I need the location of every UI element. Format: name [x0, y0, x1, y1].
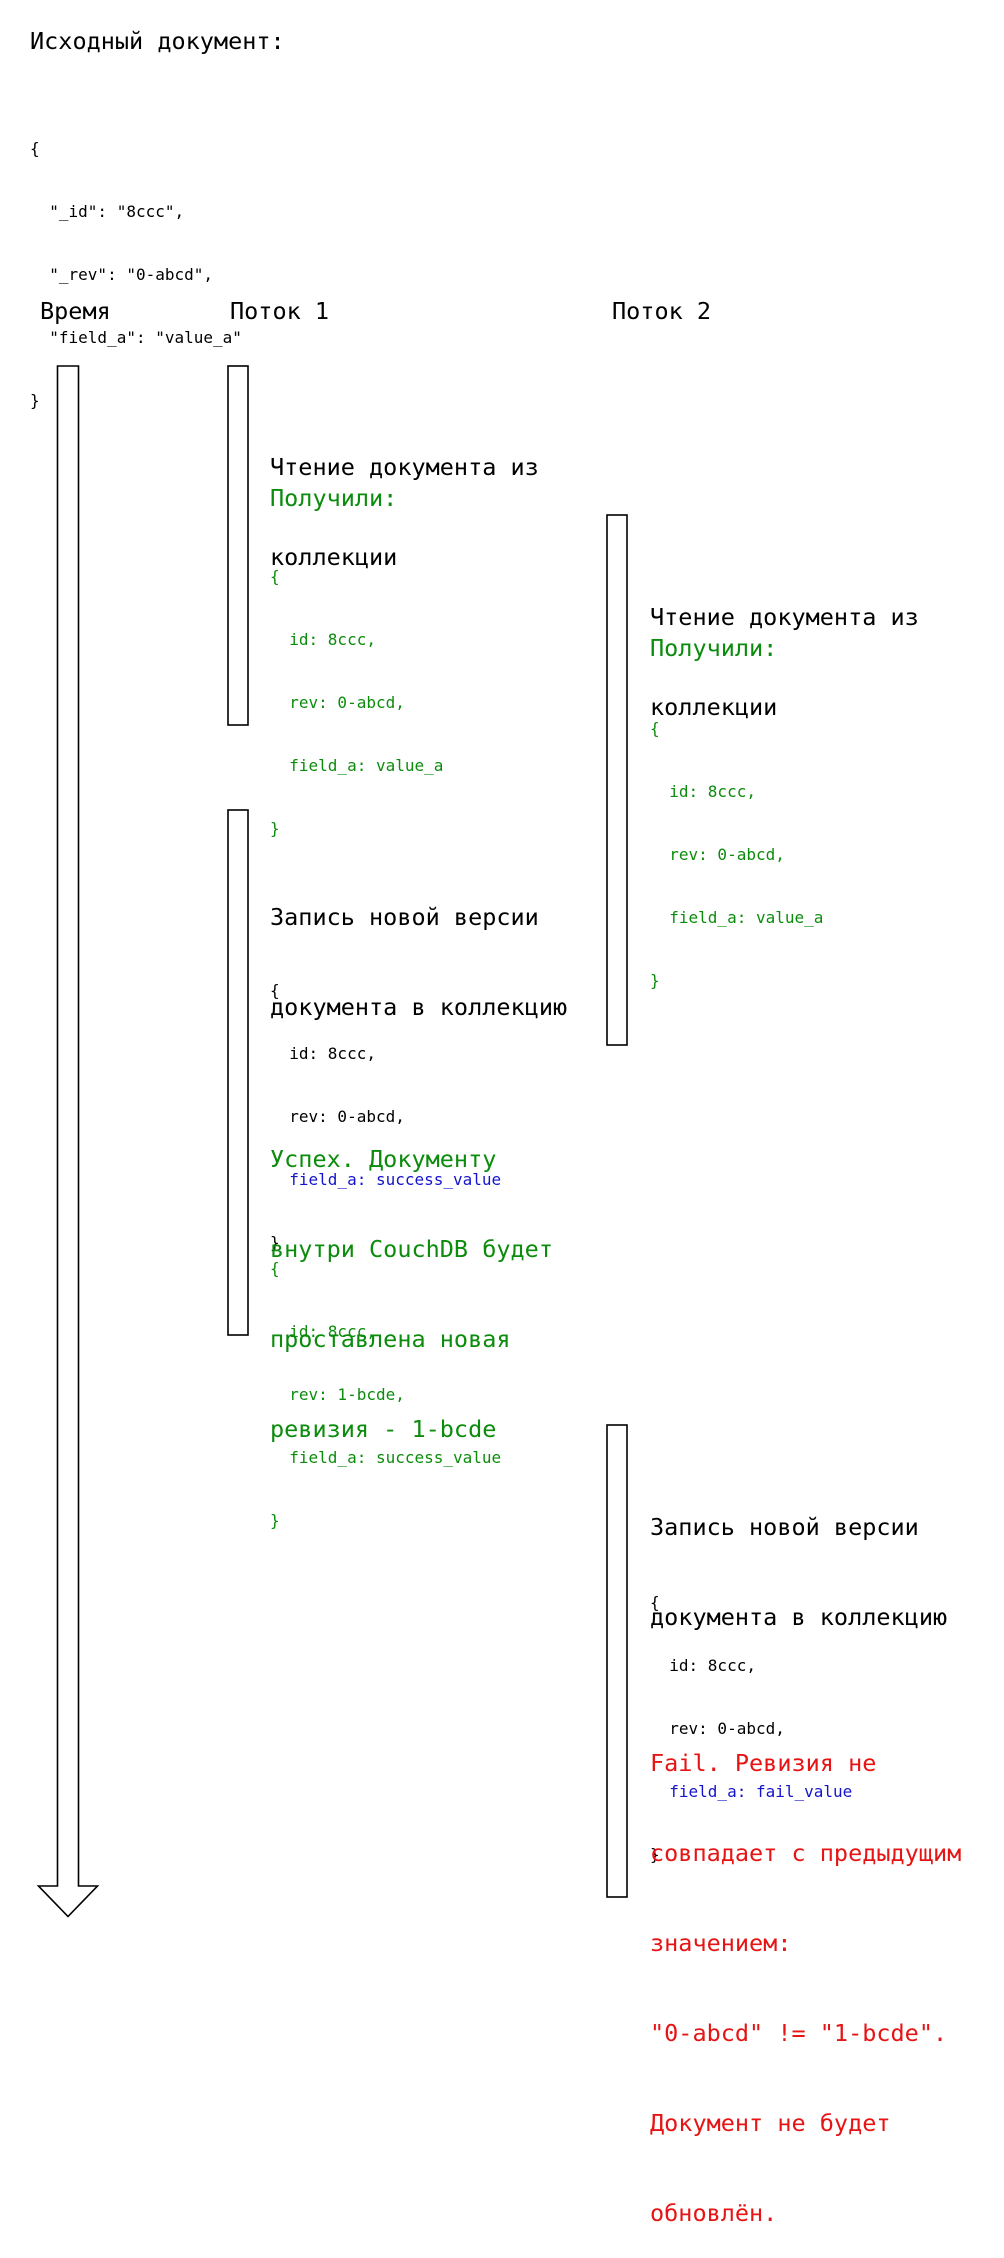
code-line: rev: 0-abcd,	[270, 693, 405, 712]
message-line: ревизия - 1-bcde	[270, 1415, 497, 1443]
thread1-success-message: Успех. Документу внутри CouchDB будет пр…	[270, 1084, 553, 1474]
title-line: Запись новой версии	[270, 903, 539, 931]
code-line: id: 8ccc,	[650, 782, 756, 801]
code-line: }	[650, 971, 660, 990]
code-line: field_a: success_value	[270, 1448, 502, 1467]
code-line: {	[30, 139, 40, 158]
code-line: {	[650, 719, 660, 738]
code-line: rev: 0-abcd,	[650, 845, 785, 864]
code-line: field_a: value_a	[650, 908, 824, 927]
title-line: Запись новой версии	[650, 1513, 919, 1541]
thread2-activity-bar-read	[606, 514, 628, 1046]
thread1-read-title: Чтение документа из коллекции	[270, 392, 539, 602]
code-line: field_a: value_a	[270, 756, 444, 775]
code-line: id: 8ccc,	[270, 630, 376, 649]
code-line-new-value: field_a: fail_value	[650, 1782, 853, 1801]
thread2-read-title: Чтение документа из коллекции	[650, 542, 919, 752]
title-line: коллекции	[650, 693, 778, 721]
column-header-thread2: Поток 2	[612, 297, 712, 325]
message-line: совпадает с предыдущим	[650, 1839, 962, 1867]
column-header-thread1: Поток 1	[230, 297, 330, 325]
time-arrow	[36, 365, 100, 1918]
code-line: "field_a": "value_a"	[30, 328, 242, 347]
thread1-activity-bar-write	[227, 809, 249, 1336]
code-line: "_id": "8ccc",	[30, 202, 185, 221]
code-line: id: 8ccc,	[650, 1656, 756, 1675]
message-line: проставлена новая	[270, 1325, 511, 1353]
title-line: коллекции	[270, 543, 398, 571]
code-line: }	[650, 1845, 660, 1864]
thread1-write-code: { id: 8ccc, rev: 0-abcd, field_a: succes…	[270, 938, 501, 1274]
message-line: Fail. Ревизия не	[650, 1749, 877, 1777]
column-header-time: Время	[40, 297, 111, 325]
thread2-activity-bar-write	[606, 1424, 628, 1898]
code-line: }	[270, 1511, 280, 1530]
title-line: Чтение документа из	[650, 603, 919, 631]
message-line: Документ не будет	[650, 2109, 891, 2137]
code-line: rev: 0-abcd,	[650, 1719, 785, 1738]
title-line: документа в коллекцию	[270, 993, 568, 1021]
message-line: Успех. Документу	[270, 1145, 497, 1173]
code-line: {	[270, 567, 280, 586]
code-line-new-value: field_a: success_value	[270, 1170, 502, 1189]
thread1-activity-bar-read	[227, 365, 249, 726]
thread1-success-code: { id: 8ccc, rev: 1-bcde, field_a: succes…	[270, 1216, 501, 1552]
thread2-write-title: Запись новой версии документа в коллекци…	[650, 1452, 947, 1662]
code-line: {	[270, 981, 280, 1000]
code-line: {	[650, 1593, 660, 1612]
thread2-read-result-code: { id: 8ccc, rev: 0-abcd, field_a: value_…	[650, 676, 823, 1012]
code-line: id: 8ccc,	[270, 1322, 376, 1341]
diagram-shapes	[36, 365, 628, 1918]
thread2-read-result-label: Получили:	[650, 634, 778, 662]
source-document-title: Исходный документ:	[30, 27, 285, 55]
code-line: id: 8ccc,	[270, 1044, 376, 1063]
message-line: обновлён.	[650, 2199, 778, 2227]
code-line: {	[270, 1259, 280, 1278]
thread1-read-result-label: Получили:	[270, 484, 398, 512]
thread2-fail-message: Fail. Ревизия не совпадает с предыдущим …	[650, 1688, 961, 2258]
code-line: rev: 0-abcd,	[270, 1107, 405, 1126]
thread2-write-code: { id: 8ccc, rev: 0-abcd, field_a: fail_v…	[650, 1550, 852, 1886]
message-line: "0-abcd" != "1-bcde".	[650, 2019, 948, 2047]
title-line: Чтение документа из	[270, 453, 539, 481]
thread1-read-result-code: { id: 8ccc, rev: 0-abcd, field_a: value_…	[270, 524, 443, 860]
code-line: }	[270, 819, 280, 838]
title-line: документа в коллекцию	[650, 1603, 948, 1631]
source-document-code: { "_id": "8ccc", "_rev": "0-abcd", "fiel…	[30, 96, 242, 432]
code-line: "_rev": "0-abcd",	[30, 265, 214, 284]
message-line: значением:	[650, 1929, 792, 1957]
thread1-write-title: Запись новой версии документа в коллекци…	[270, 842, 567, 1052]
message-line: внутри CouchDB будет	[270, 1235, 553, 1263]
code-line: rev: 1-bcde,	[270, 1385, 405, 1404]
code-line: }	[30, 391, 40, 410]
code-line: }	[270, 1233, 280, 1252]
